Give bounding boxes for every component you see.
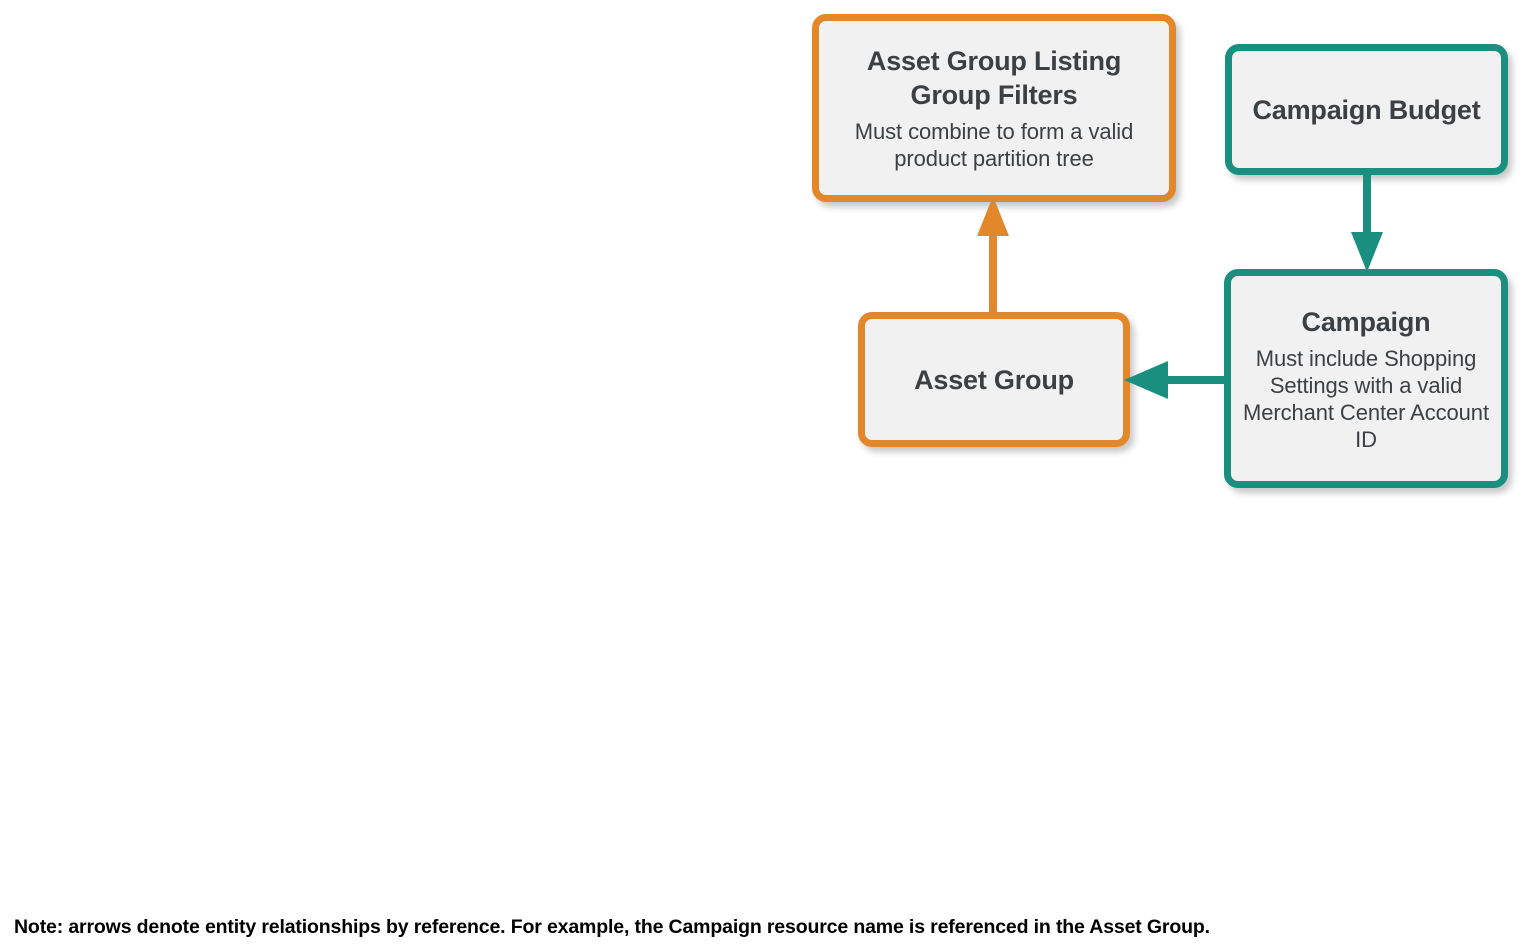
node-title: Campaign: [1301, 306, 1431, 337]
node-campaign[interactable]: Campaign Must include Shopping Settings …: [1224, 269, 1508, 488]
node-asset-group-listing-group-filters[interactable]: Asset Group Listing Group Filters Must c…: [812, 14, 1176, 202]
arrow-asset-group-to-listing-group-filters: [975, 196, 1011, 316]
diagram-note: Note: arrows denote entity relationships…: [14, 916, 1210, 938]
node-asset-group[interactable]: Asset Group: [858, 312, 1130, 447]
node-title: Asset Group Listing Group Filters: [866, 46, 1122, 110]
node-description: Must include Shopping Settings with a va…: [1243, 345, 1489, 452]
arrow-campaign-budget-to-campaign: [1349, 170, 1385, 272]
node-title: Asset Group: [914, 364, 1074, 395]
node-campaign-budget[interactable]: Campaign Budget: [1225, 44, 1508, 175]
node-title: Campaign Budget: [1252, 94, 1481, 125]
arrow-campaign-to-asset-group: [1124, 358, 1228, 402]
node-description: Must combine to form a valid product par…: [854, 119, 1134, 171]
